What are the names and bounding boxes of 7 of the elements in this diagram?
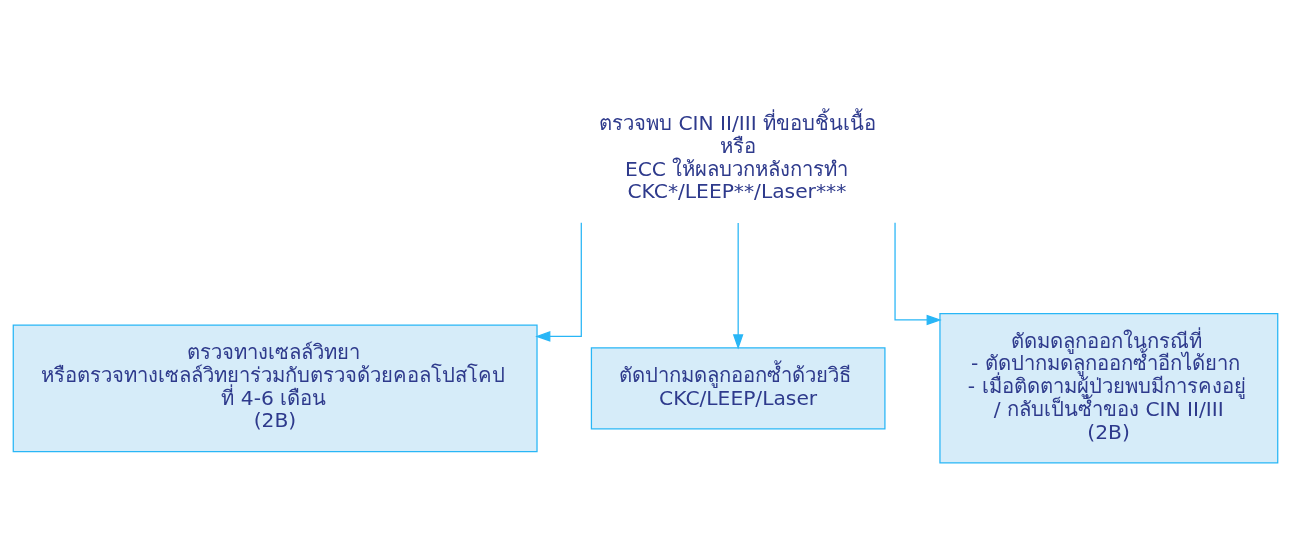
node-box: ตรวจทางเซลล์วิทยา หรือตรวจทางเซลล์วิทยาร่วมกับตรวจด้วยคอลโปสโคป ที่ 4-6 เดือน (2B) [12, 324, 538, 453]
node-box: ตัดมดลูกออกในกรณีที่ - ตัดปากมดลูกออกซ้ำอีกได้ยาก - เมื่อติดตามผู้ป่วยพบมีการคงอยู่ / กลับเป็นซ้ำของ CIN II/III (2B) [939, 313, 1279, 464]
arrow [732, 222, 744, 350]
arrow [535, 222, 582, 342]
node-box: ตัดปากมดลูกออกซ้ำด้วยวิธี CKC/LEEP/Laser [590, 347, 886, 430]
node-text: ตรวจพบ CIN II/III ที่ขอบชิ้นเนื้อ หรือ ECC ให้ผลบวกหลังการทำ CKC*/LEEP**/Laser*** [599, 110, 877, 204]
arrow [894, 222, 942, 326]
